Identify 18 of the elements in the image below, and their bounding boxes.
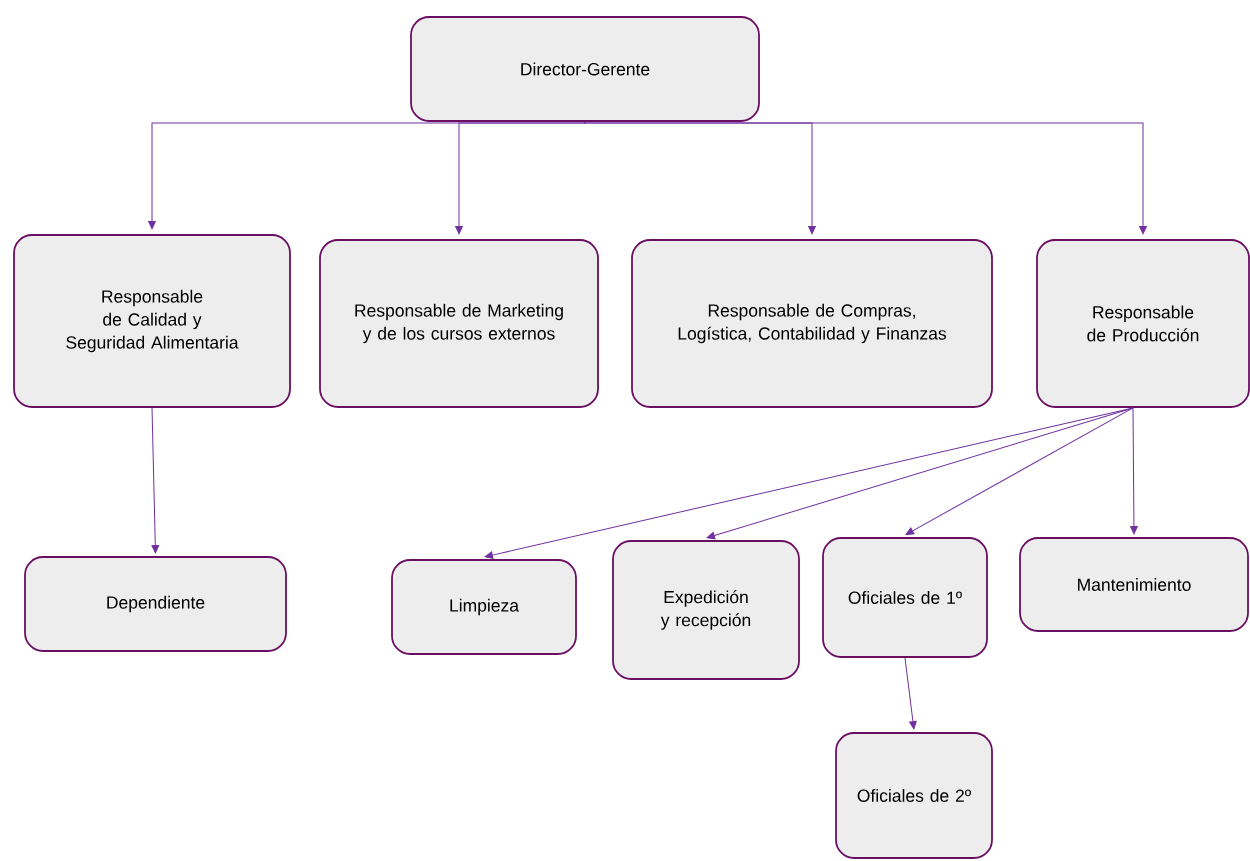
arrow — [455, 121, 586, 235]
org-box: Responsable de Compras, Logística, Contabilidad y Finanzas — [631, 239, 993, 408]
arrow — [151, 407, 160, 554]
org-box: Director-Gerente — [410, 16, 760, 122]
org-box: Dependiente — [24, 556, 287, 652]
org-box: Oficiales de 2º — [835, 732, 993, 859]
org-box: Responsable de Calidad y Seguridad Alimentaria — [13, 234, 291, 408]
arrow — [904, 657, 917, 730]
org-box: Mantenimiento — [1019, 537, 1249, 632]
org-box: Limpieza — [391, 559, 577, 655]
arrow — [1130, 407, 1138, 535]
org-box: Responsable de Producción — [1036, 239, 1250, 408]
arrow — [905, 407, 1134, 535]
org-box: Expedición y recepción — [612, 540, 800, 680]
org-box: Responsable de Marketing y de los cursos externos — [319, 239, 599, 408]
org-box: Oficiales de 1º — [822, 537, 988, 658]
arrow — [706, 407, 1134, 540]
arrow — [584, 121, 1147, 235]
